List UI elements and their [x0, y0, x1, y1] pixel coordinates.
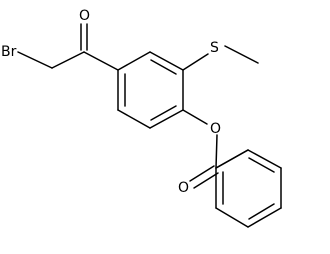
bond-br-ch2 — [17, 51, 53, 69]
phenyl-bond-3 — [247, 207, 282, 228]
ring-bond-c2-c3 — [149, 51, 184, 71]
bromoacetyl-group — [17, 23, 119, 71]
phenyl-inner-bond-b — [248, 203, 275, 220]
bond-ring-ester-oxygen — [182, 109, 208, 125]
ring-bond-c4-c5 — [149, 109, 184, 129]
phenyl-ring — [215, 149, 282, 228]
bond-ring-sulfur — [182, 53, 209, 71]
bond-sulfur-methyl — [224, 45, 259, 64]
phenyl-bond-4 — [215, 207, 249, 228]
phenyl-bond-6 — [215, 149, 249, 169]
bond-ester-oxygen-carbonyl — [215, 134, 218, 169]
sulfur-label: S — [210, 40, 219, 56]
central-benzene-ring — [117, 51, 184, 129]
carbonyl-oxygen-label: O — [79, 8, 90, 24]
bromine-label: Br — [1, 44, 17, 60]
methylthio-group — [182, 45, 259, 71]
bond-ester-carbonyl-oxygen-b — [193, 172, 219, 189]
bond-ester-carbonyl-oxygen-a — [189, 165, 215, 182]
ester-oxygen-label: O — [210, 121, 221, 137]
phenyl-bond-1 — [247, 149, 282, 169]
ring-inner-bond-a — [150, 59, 177, 75]
phenyl-inner-bond-a — [248, 157, 275, 173]
ring-bond-c5-c6 — [117, 109, 151, 129]
ester-carbonyl-oxygen-label: O — [178, 180, 189, 196]
ring-bond-c1-c2 — [117, 51, 151, 71]
bond-carbonyl-ring — [83, 51, 119, 71]
ring-inner-bond-b — [150, 105, 177, 121]
bond-ch2-carbonyl — [51, 51, 85, 69]
